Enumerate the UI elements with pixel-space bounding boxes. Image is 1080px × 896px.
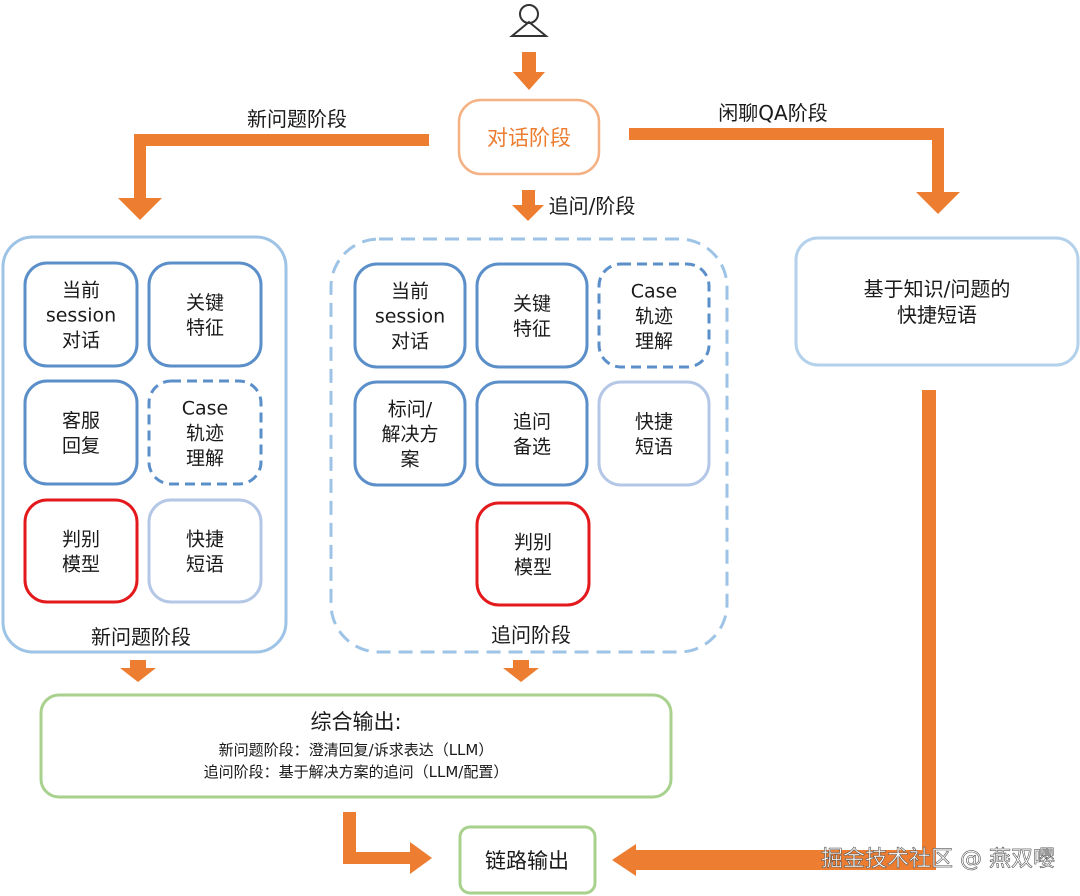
right-panel [794, 236, 1080, 367]
mid-card-4-line-2: 解决方 [381, 424, 438, 446]
mid-card-1: 当前 session 对话 [353, 262, 467, 369]
arrows [118, 52, 960, 876]
arrow-mid-panel-to-output [503, 660, 539, 682]
mid-card-3-line-3: 理解 [635, 331, 673, 353]
left-card-3-box [23, 379, 139, 486]
left-card-1-box [23, 261, 139, 368]
arrow-to-new-stage [118, 134, 429, 220]
left-card-5-box [23, 498, 139, 604]
new-branch-label: 新问题阶段 [247, 107, 347, 131]
left-card-6-line-1: 快捷 [186, 529, 224, 551]
left-card-6-box [147, 498, 263, 604]
mid-card-7-line-2: 模型 [514, 557, 552, 579]
mid-card-2-line-2: 特征 [513, 318, 551, 340]
user-icon [509, 4, 549, 37]
arrow-left-panel-to-output [120, 660, 156, 682]
chat-branch-label: 闲聊QA阶段 [718, 101, 827, 125]
left-card-3-line-2: 回复 [62, 435, 100, 457]
combined-output-box [39, 693, 673, 799]
final-output-label: 链路输出 [485, 849, 569, 873]
left-panel [1, 235, 288, 654]
left-card-4-line-1: Case [182, 398, 229, 420]
mid-card-6: 快捷短语 [597, 380, 711, 487]
left-card-1: 当前 session 对话 [23, 261, 139, 368]
left-card-3-line-1: 客服 [62, 410, 100, 432]
combined-output-title: 综合输出: [310, 710, 401, 734]
mid-card-2-line-1: 关键 [513, 293, 551, 315]
mid-card-6-line-2: 短语 [635, 436, 673, 458]
left-card-5-line-2: 模型 [62, 554, 100, 576]
arrow-output-to-final [343, 812, 432, 874]
left-card-2-line-1: 关键 [186, 292, 224, 314]
left-card-2-box [147, 261, 263, 368]
mid-card-5-box [475, 380, 589, 487]
left-card-6: 快捷短语 [147, 498, 263, 604]
mid-card-5-line-1: 追问 [513, 411, 551, 433]
mid-card-7-line-1: 判别 [514, 532, 552, 554]
left-card-6-line-2: 短语 [186, 554, 224, 576]
dialog-stage-label: 对话阶段 [487, 126, 571, 150]
left-card-1-line-2: session [46, 305, 116, 327]
mid-card-3-box [597, 262, 711, 369]
mid-card-4-box [353, 380, 467, 487]
mid-panel-title: 追问阶段 [491, 623, 571, 647]
watermark: 掘金技术社区 @ 燕双嘤 [821, 847, 1055, 872]
combined-output-line-2: 追问阶段：基于解决方案的追问（LLM/配置） [204, 763, 509, 781]
left-card-1-line-1: 当前 [62, 280, 100, 302]
mid-card-1-line-3: 对话 [391, 331, 429, 353]
left-card-1-line-3: 对话 [62, 330, 100, 352]
right-panel-line-1: 基于知识/问题的 [864, 277, 1011, 301]
combined-output-line-1: 新问题阶段：澄清回复/诉求表达（LLM） [219, 741, 494, 759]
final-output-box [458, 825, 597, 895]
left-card-2-line-2: 特征 [186, 317, 224, 339]
right-panel-line-2: 快捷短语 [897, 303, 977, 327]
mid-card-6-box [597, 380, 711, 487]
mid-panel-cards: 当前session对话关键特征Case轨迹理解标问/解决方案追问备选快捷短语判别… [353, 262, 711, 607]
mid-card-7-box [475, 501, 591, 607]
left-card-5-line-1: 判别 [62, 529, 100, 551]
mid-card-5-line-2: 备选 [513, 436, 551, 458]
mid-card-1-box [353, 262, 467, 369]
left-card-4-line-3: 理解 [186, 448, 224, 470]
arrow-user-to-dialog [513, 52, 545, 90]
mid-card-4-line-1: 标问/ [388, 399, 433, 421]
left-panel-title: 新问题阶段 [91, 625, 191, 649]
mid-card-6-line-1: 快捷 [635, 411, 673, 433]
dialog-stage-box [457, 98, 601, 176]
mid-card-3-line-1: Case [631, 281, 678, 303]
mid-card-2-box [475, 262, 589, 369]
mid-card-1-line-2: session [375, 306, 445, 328]
mid-panel [329, 237, 729, 654]
mid-card-1-line-1: 当前 [391, 281, 429, 303]
left-card-4-line-2: 轨迹 [186, 423, 224, 445]
arrow-to-chat-stage [629, 128, 960, 214]
arrow-to-follow-stage [512, 190, 544, 221]
follow-branch-label: 追问/阶段 [549, 194, 636, 218]
left-card-4-box [147, 379, 263, 486]
mid-card-4-line-3: 案 [400, 449, 419, 471]
mid-card-3-line-2: 轨迹 [635, 306, 673, 328]
mid-card-4: 标问/解决方案 [353, 380, 467, 487]
